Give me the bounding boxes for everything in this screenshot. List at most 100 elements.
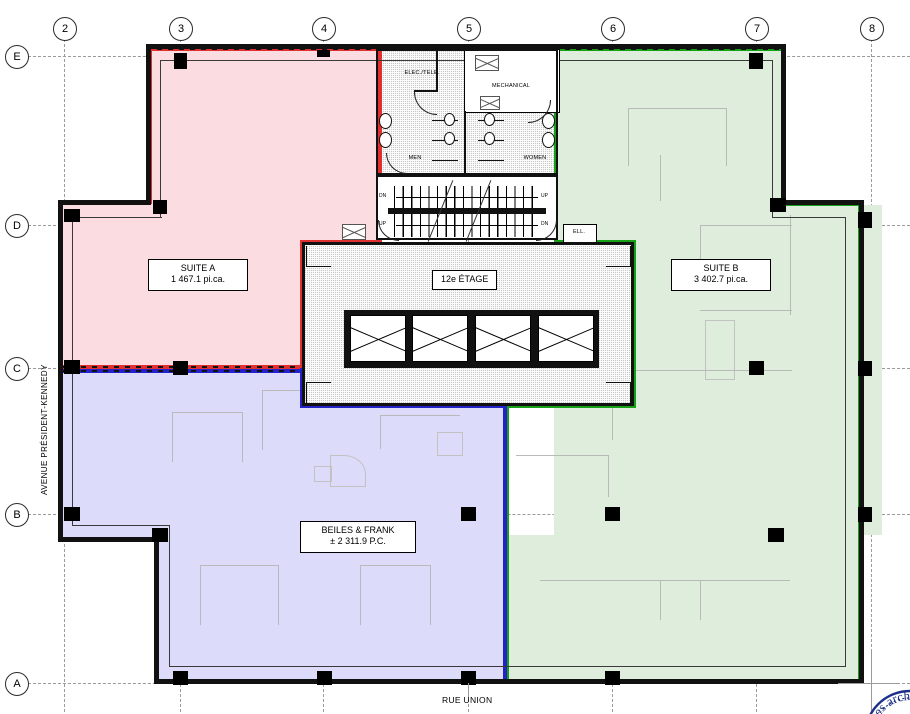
grid-bubble-col-7[interactable]: 7 — [745, 17, 769, 41]
grid-bubble-col-5[interactable]: 5 — [457, 17, 481, 41]
column-7E — [749, 53, 763, 69]
room-label-ell: ELL. — [572, 229, 586, 235]
core-corner-ne — [606, 246, 631, 267]
interior-wall-face-step-b — [72, 525, 170, 527]
grid-bubble-label: 7 — [753, 22, 761, 35]
partition — [700, 225, 792, 226]
svg-text:es arch: es arch — [870, 688, 910, 714]
partition — [262, 390, 318, 391]
men-fixture-3 — [444, 113, 455, 126]
partition — [628, 108, 629, 166]
core-corner-se — [606, 382, 631, 403]
column-6A — [605, 671, 620, 685]
grid-bubble-row-D[interactable]: D — [5, 214, 29, 238]
partition — [278, 565, 279, 625]
core-corner-sw — [306, 382, 331, 403]
exterior-wall-east-upper — [781, 44, 786, 204]
bf-boundary-core-south — [300, 404, 507, 408]
grid-bubble-row-B[interactable]: B — [5, 503, 29, 527]
grid-bubble-label: D — [13, 219, 21, 232]
crop-mark-v — [871, 650, 872, 712]
partition — [700, 580, 701, 620]
duct-outline — [330, 455, 366, 487]
grid-bubble-col-6[interactable]: 6 — [601, 17, 625, 41]
suite-a-area: 1 467.1 pi.ca. — [170, 274, 226, 285]
column-4A — [317, 671, 332, 685]
interior-wall-face-step-e — [772, 217, 846, 219]
stair-label-up-upper: UP — [541, 193, 548, 199]
street-leader-line — [468, 683, 469, 694]
core-lobby-outline — [302, 242, 634, 406]
column-4E — [317, 50, 330, 57]
elevator-cab-4[interactable] — [538, 315, 594, 362]
suite-b-fill-lower — [505, 535, 864, 683]
interior-wall-face-west-upper — [160, 60, 162, 218]
grid-bubble-label: 3 — [177, 22, 185, 35]
column-3D-inner — [153, 200, 167, 214]
suite-b-tag[interactable]: SUITE B 3 402.7 pi.ca. — [671, 259, 771, 291]
grid-bubble-label: 2 — [61, 22, 69, 35]
partition — [200, 565, 201, 625]
grid-bubble-label: 5 — [465, 22, 473, 35]
suite-a-tag[interactable]: SUITE A 1 467.1 pi.ca. — [148, 259, 248, 291]
elevator-cab-3[interactable] — [475, 315, 531, 362]
column-3B — [152, 528, 168, 542]
street-label-president-kennedy: AVENUE PRÉSIDENT-KENNEDY — [40, 364, 49, 495]
beiles-frank-tag[interactable]: BEILES & FRANK ± 2 311.9 P.C. — [300, 521, 416, 553]
partition — [790, 215, 791, 315]
grid-bubble-col-2[interactable]: 2 — [53, 17, 77, 41]
floor-label-text: 12e ÉTAGE — [441, 274, 489, 284]
stair-arrow-lower — [396, 225, 538, 226]
column-2B — [64, 507, 80, 521]
elevator-cab-2[interactable] — [412, 315, 468, 362]
column-3C — [173, 361, 188, 375]
partition — [700, 225, 701, 267]
beiles-frank-area: ± 2 311.9 P.C. — [330, 536, 386, 547]
grid-bubble-col-8[interactable]: 8 — [860, 17, 884, 41]
exterior-wall-step-e — [781, 200, 864, 205]
women-stall-wall-3 — [478, 160, 504, 162]
grid-bubble-label: 6 — [609, 22, 617, 35]
interior-wall-face-west-lower — [169, 525, 171, 667]
interior-wall-face-east-upper — [772, 60, 774, 218]
grid-bubble-col-4[interactable]: 4 — [312, 17, 336, 41]
mechanical-equipment-2 — [480, 96, 500, 110]
grid-bubble-row-C[interactable]: C — [5, 357, 29, 381]
grid-bubble-label: B — [13, 508, 21, 521]
partition — [380, 415, 381, 449]
column-5B — [461, 507, 476, 521]
partition — [430, 565, 431, 625]
men-washroom-divider — [464, 111, 466, 175]
exterior-wall-west-upper — [146, 44, 151, 204]
bf-boundary-east — [503, 404, 507, 683]
column-3A — [173, 671, 188, 685]
partition — [700, 310, 792, 311]
partition — [360, 565, 430, 566]
men-fixture-4 — [444, 132, 455, 145]
partition — [660, 580, 661, 620]
partition — [172, 412, 173, 462]
grid-bubble-row-A[interactable]: A — [5, 672, 29, 696]
exterior-wall-step-b — [58, 537, 159, 542]
men-stall-wall-3 — [432, 160, 458, 162]
column-3E — [174, 53, 187, 69]
street-label-rue-union: RUE UNION — [442, 695, 493, 705]
grid-bubble-col-3[interactable]: 3 — [169, 17, 193, 41]
suite-b-boundary-west-lower — [505, 404, 509, 683]
women-fixture-1 — [484, 113, 495, 126]
room-label-men: MEN — [408, 155, 422, 161]
partition — [516, 455, 608, 456]
partition — [172, 412, 242, 413]
women-fixture-4 — [542, 132, 555, 148]
column-8E-edge — [774, 198, 786, 212]
women-fixture-3 — [542, 113, 555, 129]
room-label-women: WOMEN — [523, 155, 547, 161]
exterior-wall-step-d — [58, 200, 151, 205]
floor-label-tag: 12e ÉTAGE — [432, 270, 498, 291]
exterior-wall-north — [146, 44, 786, 49]
grid-bubble-label: A — [13, 677, 21, 690]
elevator-cab-1[interactable] — [350, 315, 406, 362]
suite-b-boundary-core-east — [632, 240, 636, 408]
grid-bubble-row-E[interactable]: E — [5, 45, 29, 69]
partition — [660, 155, 661, 201]
